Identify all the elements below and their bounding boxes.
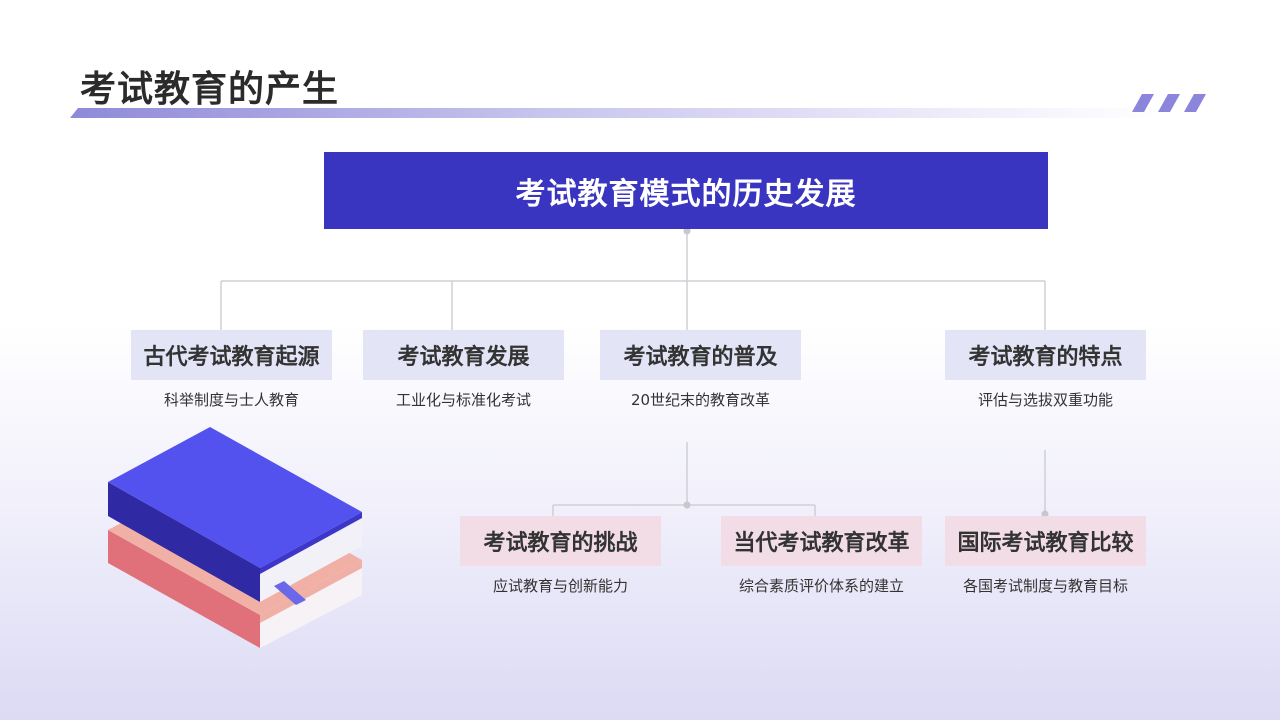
page-title: 考试教育的产生	[80, 60, 339, 112]
decorative-slashes-icon	[1122, 94, 1212, 114]
node-ancient-origin: 古代考试教育起源	[131, 330, 332, 380]
node-development: 考试教育发展	[363, 330, 564, 380]
title-underline	[70, 108, 1160, 118]
node-popularization-subtitle: 20世纪末的教育改革	[600, 389, 801, 410]
root-node: 考试教育模式的历史发展	[324, 152, 1048, 229]
node-characteristics: 考试教育的特点	[945, 330, 1146, 380]
node-international-comparison: 国际考试教育比较	[945, 516, 1146, 566]
node-contemporary-reform: 当代考试教育改革	[721, 516, 922, 566]
node-international-comparison-subtitle: 各国考试制度与教育目标	[945, 575, 1146, 596]
books-illustration-icon	[100, 420, 380, 660]
node-popularization: 考试教育的普及	[600, 330, 801, 380]
node-characteristics-subtitle: 评估与选拔双重功能	[945, 389, 1146, 410]
node-development-subtitle: 工业化与标准化考试	[363, 389, 564, 410]
node-challenges: 考试教育的挑战	[460, 516, 661, 566]
node-ancient-origin-subtitle: 科举制度与士人教育	[131, 389, 332, 410]
node-contemporary-reform-subtitle: 综合素质评价体系的建立	[721, 575, 922, 596]
node-challenges-subtitle: 应试教育与创新能力	[460, 575, 661, 596]
